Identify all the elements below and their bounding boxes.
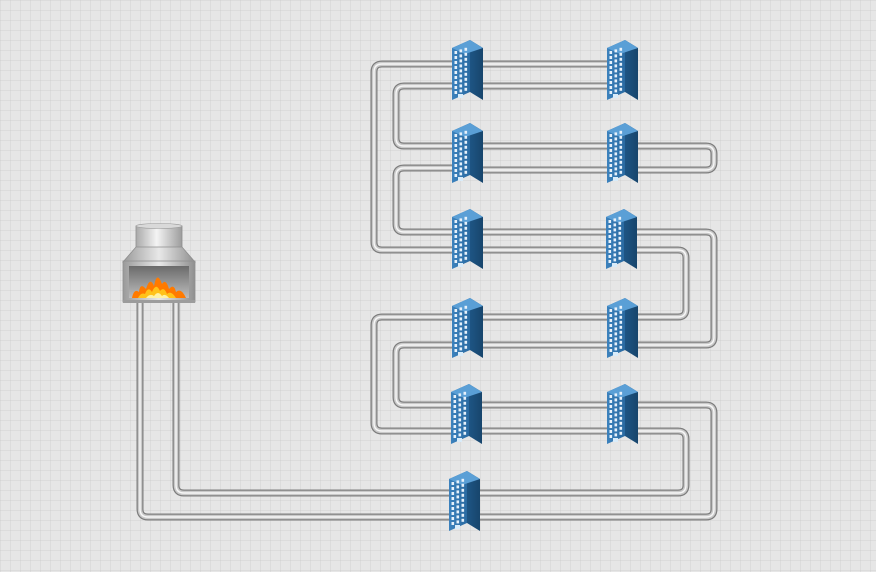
office-building-icon (452, 298, 483, 358)
office-building-icon (452, 40, 483, 100)
boiler-source (122, 223, 196, 303)
office-building-icon (606, 209, 637, 269)
boiler-furnace-icon (122, 223, 196, 303)
flame-icon (132, 277, 186, 298)
office-building-icon (607, 298, 638, 358)
office-building-icon (451, 384, 482, 444)
pipe-segment (172, 300, 690, 497)
pipe-segment (392, 341, 462, 409)
pipe-segment (392, 164, 462, 236)
office-building-icon (452, 209, 483, 269)
pipe-segment (462, 228, 718, 349)
pipe-network (136, 60, 718, 521)
pipe-segment (136, 300, 718, 521)
pipe-segment (370, 313, 462, 435)
office-building-icon (607, 40, 638, 100)
pipe-segment (462, 142, 718, 174)
office-building-icon (449, 471, 480, 531)
office-building-icon (607, 123, 638, 183)
pipe-segment (462, 246, 690, 321)
building-nodes (449, 40, 638, 531)
office-building-icon (607, 384, 638, 444)
pipe-segment (370, 60, 462, 254)
pipe-segment (392, 82, 462, 150)
office-building-icon (452, 123, 483, 183)
